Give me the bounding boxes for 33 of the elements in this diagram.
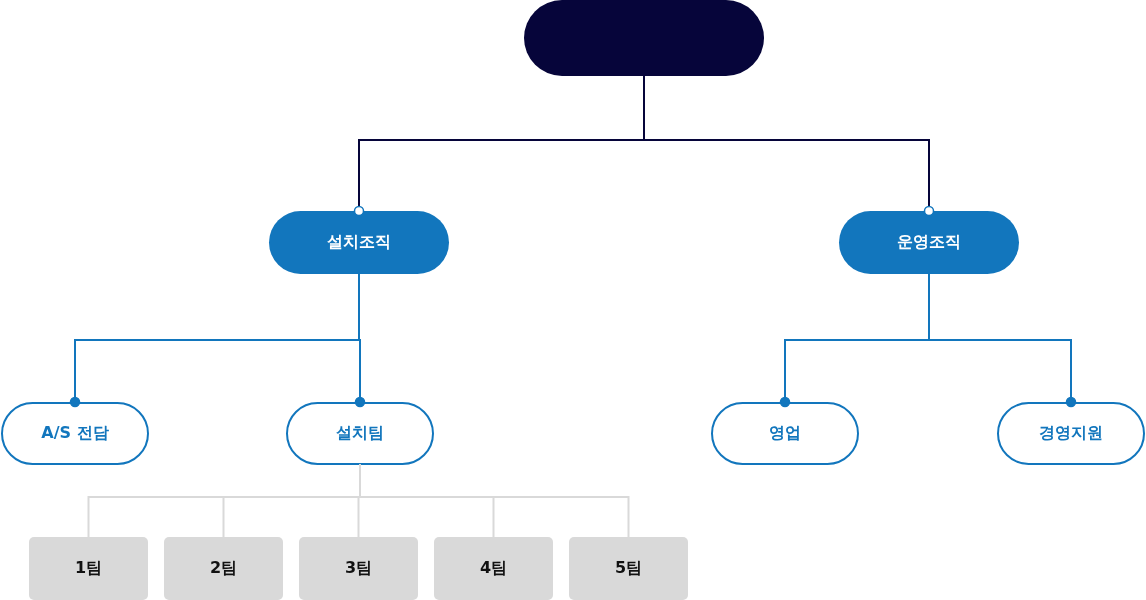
unit-name: A/S 전담 xyxy=(41,423,109,444)
connector-line xyxy=(74,273,361,341)
connector-line xyxy=(354,340,366,408)
team-tile xyxy=(299,537,418,600)
connector-line xyxy=(87,464,630,498)
unit-name: 2팀 xyxy=(209,558,238,579)
connector-line xyxy=(353,140,365,217)
connector-line xyxy=(357,497,360,538)
unit-name: 1팀 xyxy=(74,558,103,579)
connector-line xyxy=(1065,340,1077,408)
unit-name: 설치조직 xyxy=(327,232,391,253)
unit-name: 3팀 xyxy=(344,558,373,579)
unit-name: 영업 xyxy=(769,423,801,444)
unit-pill xyxy=(1,402,149,465)
connector-line xyxy=(923,140,935,217)
team-tile xyxy=(164,537,283,600)
team-tile xyxy=(434,537,553,600)
team-tile xyxy=(569,537,688,600)
unit-name: 운영조직 xyxy=(897,232,961,253)
team-tile xyxy=(29,537,148,600)
connector-line xyxy=(779,340,791,408)
unit-pill xyxy=(997,402,1145,465)
connector-line xyxy=(358,75,930,141)
connector-line xyxy=(627,497,630,538)
unit-name: 설치팀 xyxy=(336,423,384,444)
connector-line xyxy=(222,497,225,538)
unit-name: 경영지원 xyxy=(1039,423,1103,444)
connector-line xyxy=(492,497,495,538)
connector-line xyxy=(69,340,81,408)
unit-name: 4팀 xyxy=(479,558,508,579)
connector-line xyxy=(87,497,90,538)
connector-line xyxy=(784,273,1072,341)
unit-name: 5팀 xyxy=(614,558,643,579)
